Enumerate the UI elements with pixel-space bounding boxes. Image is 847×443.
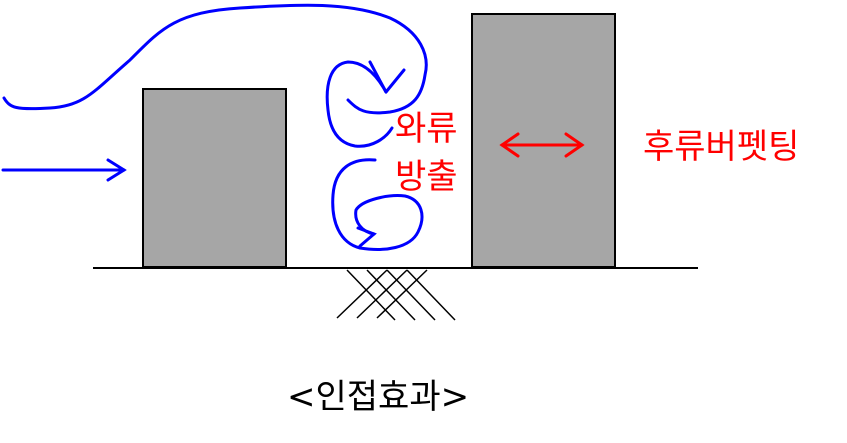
- diagram-caption: <인접효과>: [287, 377, 469, 417]
- upper-vortex: [325, 60, 394, 148]
- buffeting-double-arrow: [499, 132, 585, 158]
- lower-vortex-arrowhead: [356, 226, 377, 248]
- overflow-streamline: [2, 3, 428, 115]
- lower-vortex: [331, 158, 424, 251]
- upstream-building: [142, 88, 287, 268]
- wake-buffeting-label: 후류버펫팅: [643, 127, 799, 167]
- upper-vortex-arrowhead: [368, 60, 406, 94]
- incoming-wind-arrow: [1, 158, 127, 182]
- downstream-building: [471, 13, 616, 268]
- vortex-shedding-label-line2: 방출: [395, 157, 458, 197]
- ground-hatch: [336, 269, 456, 321]
- vortex-shedding-label-line1: 와류: [395, 109, 458, 149]
